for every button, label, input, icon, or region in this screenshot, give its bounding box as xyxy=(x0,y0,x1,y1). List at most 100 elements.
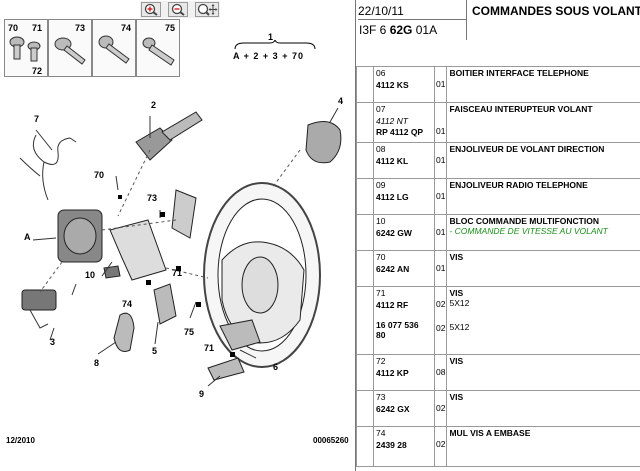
part-description: VIS xyxy=(446,250,640,287)
row-index: 70 xyxy=(376,252,386,262)
callout-10: 10 xyxy=(85,270,96,280)
quantity: 01 xyxy=(436,227,446,237)
steering-wheel-drawing xyxy=(19,107,342,387)
row-index: 06 xyxy=(376,68,386,78)
cell-label-75: 75 xyxy=(165,23,176,33)
cell-label-72: 72 xyxy=(32,66,43,76)
part-description: VIS xyxy=(446,354,640,391)
callout-8: 8 xyxy=(94,358,100,368)
parts-table: 06 4112 KS 01 BOITIER INTERFACE TELEPHONE… xyxy=(356,66,640,467)
hardware-cell-74[interactable]: 74 xyxy=(92,19,136,77)
callout-5: 5 xyxy=(152,346,158,356)
cell-label-74: 74 xyxy=(121,23,132,33)
cell-label-70: 70 xyxy=(8,23,19,33)
pan-button[interactable] xyxy=(195,2,219,17)
part-code-group: 62G xyxy=(389,23,413,37)
quantity: 01 xyxy=(436,155,446,165)
zoom-toolbar xyxy=(140,1,220,18)
part-reference[interactable]: RP 4112 QP xyxy=(376,127,424,137)
part-reference[interactable]: 6242 GW xyxy=(376,228,412,238)
quantity: 01 xyxy=(436,191,446,201)
screw-icon xyxy=(54,37,86,65)
panel-divider xyxy=(355,0,356,471)
part-reference[interactable]: 4112 RF xyxy=(376,300,409,310)
callout-7: 7 xyxy=(34,114,40,124)
exploded-parts-diagram: 70 71 72 73 74 75 1 A + 2 + 3 xyxy=(4,19,349,445)
zoom-out-button[interactable] xyxy=(168,2,188,17)
assembly-formula: A + 2 + 3 + 70 xyxy=(233,51,304,61)
row-index: 10 xyxy=(376,216,386,226)
header-title: COMMANDES SOUS VOLANT xyxy=(472,4,640,18)
part-code: I3F 6 62G 01A xyxy=(359,23,437,37)
row-index: 71 xyxy=(376,288,386,298)
callout-3: 3 xyxy=(50,337,56,347)
header-rule xyxy=(358,19,466,20)
callout-A: A xyxy=(24,232,31,242)
part-reference[interactable]: 4112 KS xyxy=(376,80,409,90)
part-reference[interactable]: 4112 KP xyxy=(376,368,409,378)
quantity: 01 xyxy=(436,263,446,273)
header-date: 22/10/11 xyxy=(358,4,404,18)
callout-74: 74 xyxy=(122,299,133,309)
magnifier-move-icon xyxy=(197,3,218,16)
row-index: 72 xyxy=(376,356,386,366)
callout-73: 73 xyxy=(147,193,158,203)
part-description: VIS xyxy=(449,288,464,298)
part-reference[interactable]: 16 077 536 80 xyxy=(376,320,419,340)
table-row[interactable]: 06 4112 KS 01 BOITIER INTERFACE TELEPHONE xyxy=(356,66,640,103)
screw-icon xyxy=(9,36,41,62)
callout-9: 9 xyxy=(199,389,205,399)
cell-label-73: 73 xyxy=(75,23,86,33)
part-reference[interactable]: 6242 GX xyxy=(376,404,410,414)
row-index: 74 xyxy=(376,428,386,438)
quantity: 02 xyxy=(436,299,446,309)
callout-6: 6 xyxy=(273,362,279,372)
magnifier-plus-icon xyxy=(144,3,158,16)
quantity: 01 xyxy=(436,79,446,89)
table-row[interactable]: 10 6242 GW 01 BLOC COMMANDE MULTIFONCTION… xyxy=(356,214,640,251)
part-description: BLOC COMMANDE MULTIFONCTION xyxy=(449,216,599,226)
row-index: 73 xyxy=(376,392,386,402)
row-index: 09 xyxy=(376,180,386,190)
zoom-in-button[interactable] xyxy=(141,2,161,17)
part-description: MUL VIS A EMBASE xyxy=(446,426,640,467)
part-note: - COMMANDE DE VITESSE AU VOLANT xyxy=(449,226,608,236)
part-description: ENJOLIVEUR RADIO TELEPHONE xyxy=(446,178,640,215)
quantity: 02 xyxy=(436,403,446,413)
screw-icon xyxy=(142,37,175,66)
header-separator xyxy=(466,0,467,40)
footer-code: 00065260 xyxy=(313,436,349,445)
hardware-cell-70-71-72[interactable]: 70 71 72 xyxy=(4,19,48,77)
quantity: 02 xyxy=(436,323,446,333)
magnifier-minus-icon xyxy=(171,3,185,16)
footer-date: 12/2010 xyxy=(6,436,35,445)
callout-71-upper: 71 xyxy=(172,268,183,278)
part-reference[interactable]: 4112 LG xyxy=(376,192,409,202)
part-description: FAISCEAU INTERUPTEUR VOLANT xyxy=(446,102,640,143)
table-row[interactable]: 70 6242 AN 01 VIS xyxy=(356,250,640,287)
part-reference[interactable]: 6242 AN xyxy=(376,264,410,274)
part-spec: 5X12 xyxy=(449,298,470,308)
callout-4: 4 xyxy=(338,96,344,106)
table-row[interactable]: 74 2439 28 02 MUL VIS A EMBASE xyxy=(356,426,640,467)
part-code-prefix: I3F 6 xyxy=(359,23,387,37)
hardware-cell-75[interactable]: 75 xyxy=(136,19,180,77)
callout-75: 75 xyxy=(184,327,195,337)
quantity: 01 xyxy=(436,126,446,136)
hardware-cell-73[interactable]: 73 xyxy=(48,19,92,77)
part-description: BOITIER INTERFACE TELEPHONE xyxy=(446,66,640,103)
row-index: 08 xyxy=(376,144,386,154)
callout-71-lower: 71 xyxy=(204,343,215,353)
part-reference-superseded[interactable]: 4112 NT xyxy=(376,116,408,126)
quantity: 02 xyxy=(436,439,446,449)
table-row[interactable]: 09 4112 LG 01 ENJOLIVEUR RADIO TELEPHONE xyxy=(356,178,640,215)
callout-2: 2 xyxy=(151,100,157,110)
part-reference[interactable]: 4112 KL xyxy=(376,156,409,166)
assembly-number: 1 xyxy=(268,32,274,42)
part-reference[interactable]: 2439 28 xyxy=(376,440,407,450)
